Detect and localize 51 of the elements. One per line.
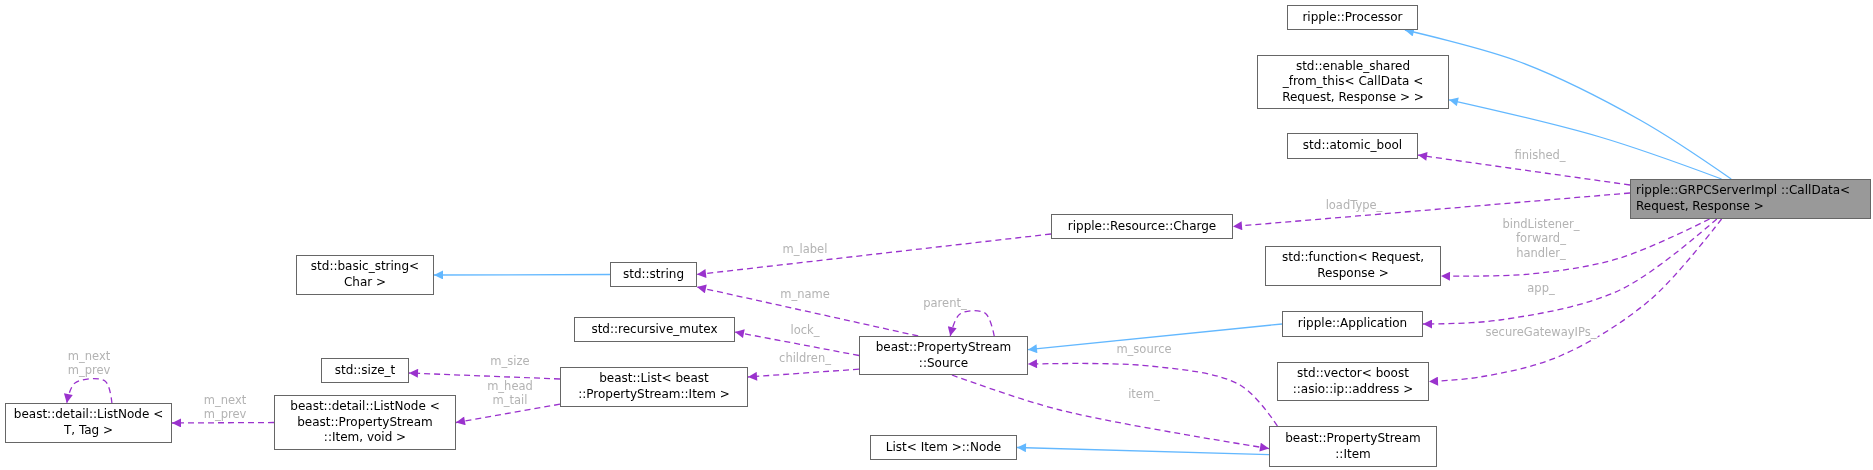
member-arrow [1027,359,1279,427]
class-box: std::atomic_bool [1287,133,1418,159]
member-arrow [1417,151,1631,186]
class-box: std::vector< boost ::asio::ip::address > [1277,362,1429,401]
class-box: std::enable_shared _from_this< CallData < Request, Response > > [1257,55,1449,109]
class-box: std::recursive_mutex [574,317,735,342]
edge-label: secureGatewayIPs_ [1484,324,1598,340]
edge-label: loadType_ [1324,197,1384,213]
inheritance-arrow [1448,97,1723,180]
edge-label: lock_ [789,322,821,338]
class-box: beast::PropertyStream ::Item [1269,426,1437,467]
member-arrow [747,368,860,381]
edge-label: finished_ [1513,147,1567,163]
member-arrow [1440,218,1711,281]
edge-label: parent_ [922,295,968,311]
edge-label: item_ [1127,386,1161,402]
member-arrow [1422,218,1718,329]
edge-label: bindListener_ forward_ handler_ [1501,217,1581,261]
member-arrow [1232,192,1631,231]
edge-label: m_next m_prev [66,348,112,378]
class-box: beast::detail::ListNode < T, Tag > [5,403,172,443]
class-box: ripple::Application [1282,311,1423,337]
class-box: List< Item >::Node [870,435,1017,460]
member-arrow [64,377,113,404]
edge-label: m_size [489,353,531,369]
edge-label: m_next m_prev [202,392,248,422]
member-arrow [455,403,561,426]
member-arrow [947,309,995,337]
class-box: ripple::Processor [1287,5,1418,30]
class-box: beast::detail::ListNode < beast::PropertyStream ::Item, void > [274,395,456,450]
class-box: std::string [610,262,697,287]
class-box: ripple::GRPCServerImpl ::CallData< Request, Response > [1630,179,1871,219]
class-box: std::size_t [321,358,409,383]
class-box: beast::List< beast ::PropertyStream::Item > [560,367,748,407]
member-arrow [951,374,1270,452]
inheritance-arrow [1016,443,1270,456]
class-box: ripple::Resource::Charge [1051,214,1233,239]
member-arrow [734,329,860,357]
member-arrow [696,284,919,337]
member-arrow [696,233,1052,278]
edge-label: children_ [778,350,832,366]
member-arrow [1428,218,1723,386]
inheritance-arrow [1027,323,1283,354]
edge-label: m_label [781,241,829,257]
class-box: std::basic_string< Char > [296,255,434,295]
class-box: beast::PropertyStream ::Source [859,336,1028,375]
class-box: std::function< Request, Response > [1265,246,1441,286]
edge-label: m_head m_tail [486,378,534,408]
member-arrow [171,418,275,428]
member-arrow [408,368,561,380]
inheritance-arrow [433,270,611,280]
